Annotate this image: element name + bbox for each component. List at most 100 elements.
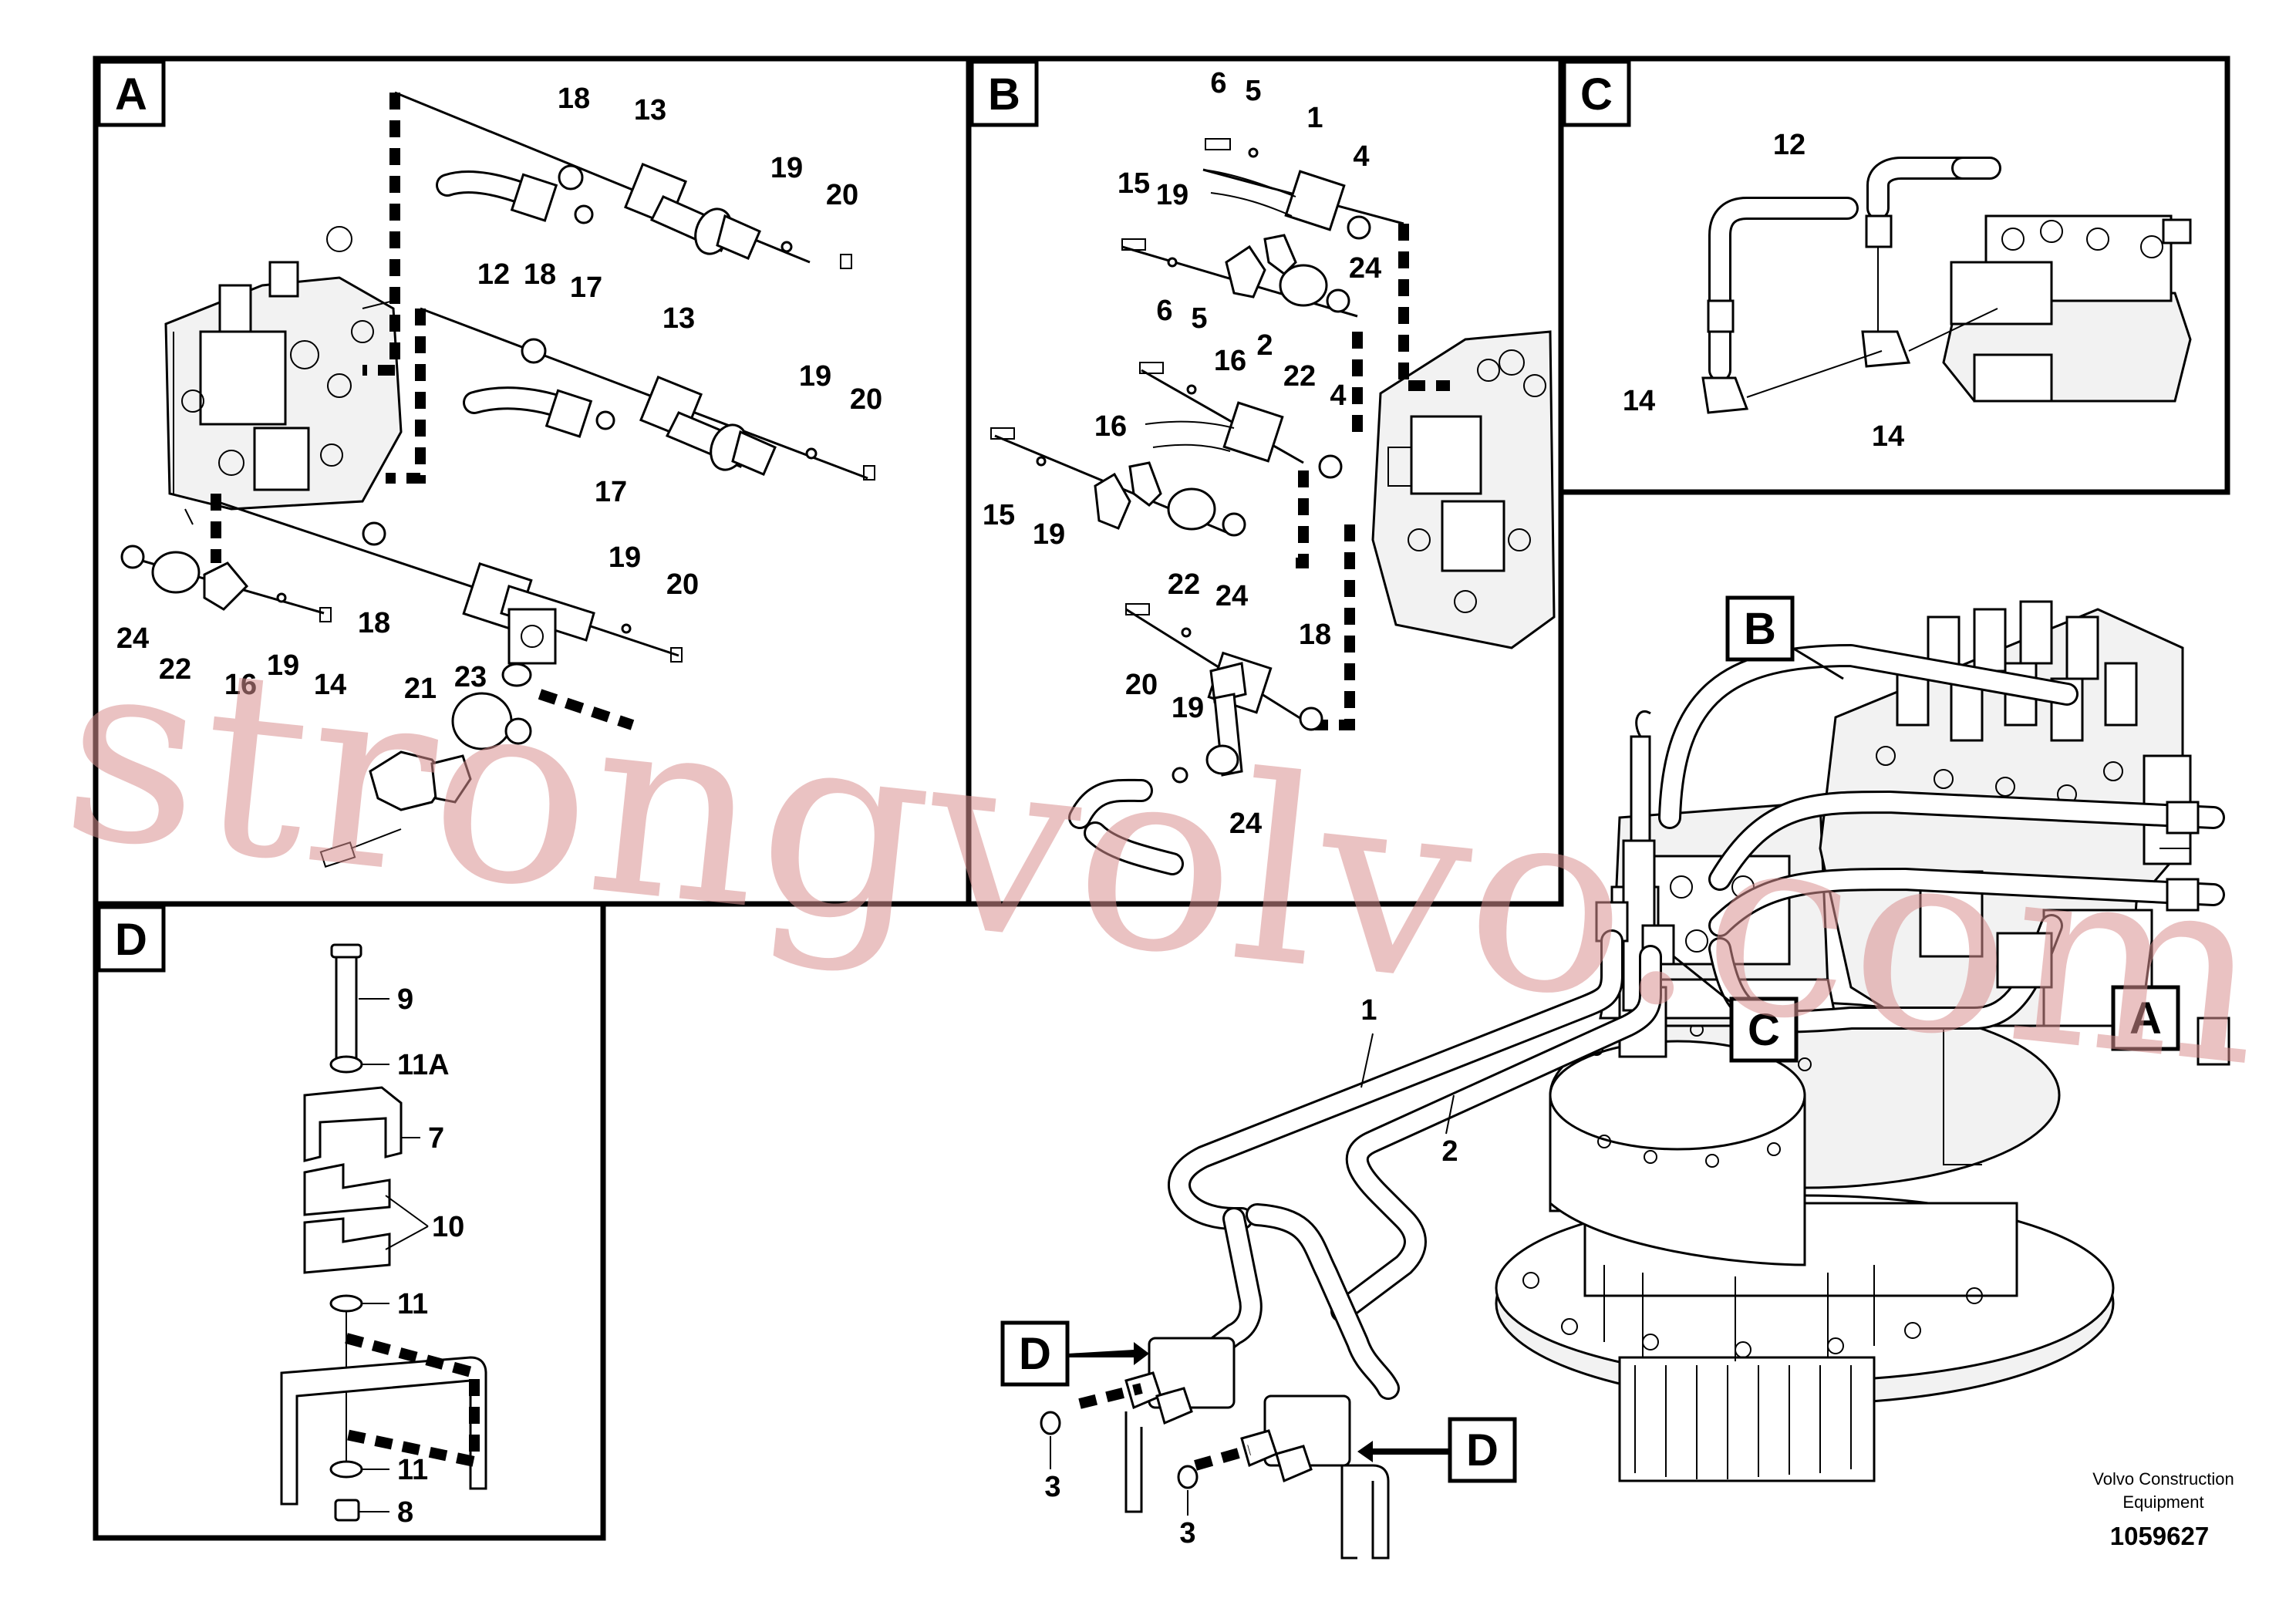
elbow-flange-b — [1068, 603, 1323, 875]
label: 12 — [1773, 129, 1805, 161]
label: 11 — [397, 1454, 428, 1486]
swing-gear — [1495, 1001, 2115, 1482]
labels-c: 12 14 14 — [1623, 129, 1904, 453]
label: 4 — [1330, 379, 1346, 412]
label: 14 — [1623, 385, 1655, 417]
labels-main: 1 2 3 3 — [1044, 994, 1458, 1549]
label: 22 — [159, 653, 191, 686]
control-valve-b — [1371, 330, 1556, 649]
label: 5 — [1191, 302, 1207, 335]
split-flange-b-upper — [1121, 234, 1350, 313]
control-valve-a — [164, 226, 403, 525]
labels-a: 18 13 19 20 12 18 17 13 19 20 17 24 22 1… — [116, 83, 882, 705]
label: 19 — [770, 152, 803, 184]
lower-fittings — [1040, 1337, 1390, 1560]
svg-text:B: B — [988, 69, 1020, 120]
svg-text:D: D — [1466, 1425, 1499, 1475]
label: 3 — [1044, 1471, 1060, 1503]
main-callouts: B C A D D — [1000, 595, 2180, 1483]
flange-1-b — [1202, 138, 1371, 240]
label: 2 — [1441, 1135, 1458, 1168]
label: 15 — [983, 499, 1015, 531]
svg-text:B: B — [1744, 604, 1776, 654]
label: 19 — [609, 541, 641, 574]
label: 10 — [432, 1211, 464, 1243]
label: 7 — [428, 1122, 444, 1155]
label: 17 — [595, 476, 627, 508]
split-flange-b-lower — [990, 427, 1246, 537]
label: 16 — [1214, 345, 1246, 377]
swing-motor-c — [1942, 214, 2192, 403]
label: 4 — [1353, 140, 1369, 173]
label: 20 — [826, 179, 858, 211]
svg-text:A: A — [2129, 993, 2162, 1044]
panel-a-drawing: 18 13 19 20 12 18 17 13 19 20 17 24 22 1… — [116, 83, 882, 868]
panel-frames — [93, 56, 2230, 1541]
flange-middle-a — [463, 338, 875, 481]
label: 6 — [1210, 67, 1226, 99]
label: 12 — [477, 258, 510, 291]
label: 16 — [224, 669, 257, 701]
label: 9 — [397, 983, 413, 1016]
label: 11A — [397, 1049, 450, 1081]
label: 14 — [1872, 420, 1904, 453]
label: 18 — [524, 258, 556, 291]
label: 19 — [1156, 179, 1188, 211]
label: 8 — [397, 1496, 413, 1529]
label: 21 — [404, 673, 437, 705]
panel-c-drawing: 12 14 14 — [1623, 129, 2192, 453]
label: 17 — [570, 271, 602, 304]
labels-d: 9 11A 7 10 11 11 8 — [397, 983, 464, 1529]
footer: Volvo Construction Equipment 1059627 — [2092, 1469, 2234, 1550]
clamp-assembly-d — [280, 943, 487, 1522]
label: 22 — [1168, 568, 1200, 601]
label: 18 — [558, 83, 590, 115]
label: 3 — [1179, 1517, 1195, 1549]
label: 23 — [454, 661, 487, 693]
footer-company: Volvo Construction — [2092, 1469, 2234, 1489]
panel-letter-a: A — [96, 59, 166, 127]
labels-b: 6 5 1 4 15 19 24 6 5 2 16 22 4 15 19 16 … — [983, 67, 1381, 840]
label: 1 — [1306, 102, 1323, 134]
panel-letter-b: B — [969, 59, 1039, 127]
label: 5 — [1245, 75, 1261, 107]
label: 19 — [1172, 692, 1204, 724]
label: 1 — [1360, 994, 1377, 1027]
label: 20 — [1125, 669, 1158, 701]
hose-12-c — [1701, 157, 2001, 414]
flange-2-b — [1139, 362, 1343, 479]
svg-text:C: C — [1580, 69, 1613, 120]
footer-company-sub: Equipment — [2122, 1492, 2203, 1512]
svg-text:D: D — [1019, 1329, 1051, 1379]
svg-text:C: C — [1748, 1005, 1780, 1055]
label: 20 — [666, 568, 699, 601]
label: 24 — [1215, 580, 1248, 612]
label: 22 — [1283, 360, 1316, 393]
label: 18 — [358, 607, 390, 639]
svg-text:D: D — [115, 915, 147, 965]
label: 24 — [116, 622, 149, 655]
drawing-number: 1059627 — [2110, 1522, 2209, 1550]
label: 15 — [1118, 167, 1150, 200]
label: 14 — [314, 669, 346, 701]
label: 19 — [1033, 518, 1065, 551]
label: 24 — [1229, 808, 1262, 840]
panel-d-drawing: 9 11A 7 10 11 11 8 — [280, 943, 487, 1529]
label: 19 — [267, 649, 299, 682]
label: 13 — [663, 302, 695, 335]
label: 24 — [1349, 252, 1381, 285]
label: 11 — [397, 1288, 428, 1320]
label: 6 — [1156, 295, 1172, 327]
svg-text:A: A — [115, 69, 147, 120]
flange-lower-a — [120, 521, 683, 868]
label: 16 — [1094, 410, 1127, 443]
flange-upper-a — [436, 162, 852, 269]
label: 19 — [799, 360, 831, 393]
label: 13 — [634, 94, 666, 126]
leaders-d — [359, 998, 429, 1512]
panel-b-drawing: 6 5 1 4 15 19 24 6 5 2 16 22 4 15 19 16 … — [983, 67, 1556, 875]
pipes-main — [1168, 929, 1662, 1400]
label: 20 — [850, 383, 882, 416]
panel-letter-c: C — [1562, 59, 1631, 127]
